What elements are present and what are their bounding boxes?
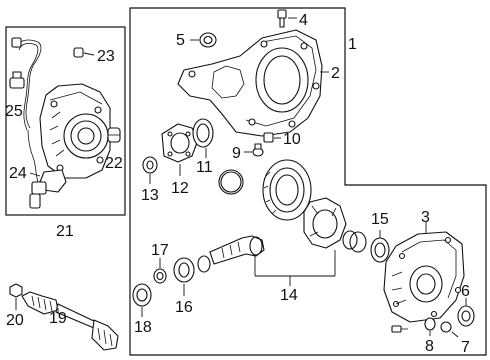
part-19-drive-shaft	[21, 291, 119, 351]
part-8-drain-bolt	[424, 317, 436, 336]
callout-24: 24	[9, 165, 27, 182]
callout-7: 7	[461, 339, 470, 356]
callout-10: 10	[283, 131, 301, 148]
cover-bolt	[391, 325, 408, 333]
callout-3: 3	[421, 209, 430, 226]
callout-18: 18	[134, 319, 152, 336]
part-3-differential-cover	[383, 222, 465, 323]
callout-9: 9	[232, 145, 241, 162]
callout-25: 25	[5, 103, 23, 120]
callout-13: 13	[141, 187, 159, 204]
callout-11: 11	[196, 159, 213, 176]
callout-14: 14	[280, 287, 298, 304]
part-25-connector	[9, 71, 25, 89]
callout-1: 1	[348, 36, 357, 53]
part-16-bearing	[173, 257, 195, 296]
part-4-breather	[277, 9, 297, 28]
part-18-bearing	[132, 283, 152, 317]
part-15-bearing	[349, 230, 390, 263]
part-22-bushing	[107, 127, 121, 143]
callout-2: 2	[331, 65, 340, 82]
part-24-sensor	[29, 172, 41, 177]
callout-5: 5	[176, 32, 185, 49]
part-5-seal	[190, 32, 217, 48]
part-13-nut	[142, 156, 158, 184]
callout-8: 8	[425, 338, 434, 355]
part-23-bolt	[73, 47, 95, 58]
callout-23: 23	[97, 48, 115, 65]
part-10-plug	[263, 132, 281, 143]
differential-case	[303, 197, 358, 250]
ring-gear	[262, 159, 312, 221]
part-17-shim	[153, 258, 167, 284]
callout-20: 20	[6, 312, 24, 329]
sub-assembly-housing	[11, 37, 111, 209]
callout-4: 4	[299, 12, 308, 29]
callout-19: 19	[49, 310, 67, 327]
callout-16: 16	[175, 299, 193, 316]
main-assembly-box	[129, 7, 487, 356]
part-20-nut	[9, 283, 23, 310]
part-12-companion-flange	[161, 123, 199, 176]
part-11-oil-seal	[192, 118, 214, 158]
sub-assembly-box	[5, 26, 126, 216]
callout-22: 22	[105, 155, 123, 172]
part-7-plug	[440, 321, 459, 338]
o-ring	[218, 169, 244, 195]
pinion-gear	[209, 235, 336, 286]
spacer-ring	[197, 255, 211, 273]
callout-17: 17	[151, 242, 169, 259]
callout-12: 12	[171, 180, 189, 197]
callout-15: 15	[371, 211, 389, 228]
part-9-washer	[244, 143, 264, 157]
callout-21: 21	[56, 223, 74, 240]
callout-6: 6	[461, 283, 470, 300]
part-6-seal	[457, 298, 475, 327]
part-2-carrier-housing	[177, 29, 329, 137]
